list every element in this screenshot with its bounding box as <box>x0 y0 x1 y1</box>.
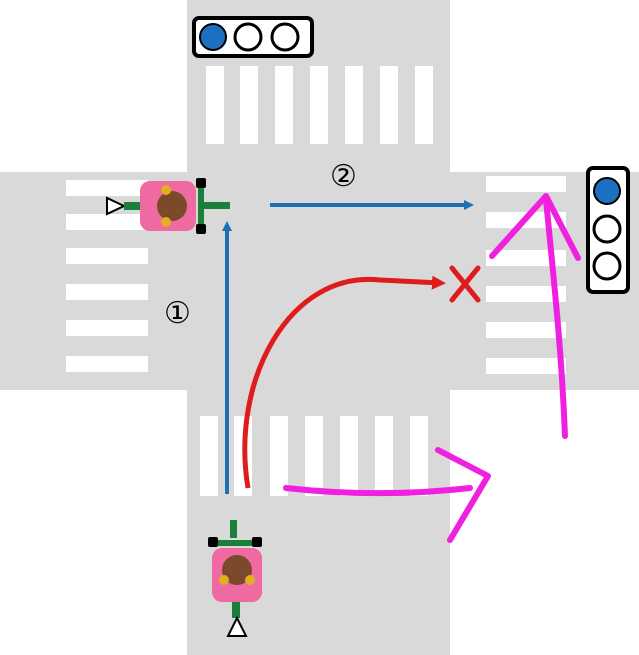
cyclist-facing-up-icon <box>208 520 262 637</box>
traffic-light-vertical-icon <box>586 166 630 294</box>
step-1-label: ① <box>164 296 191 331</box>
crosswalk-left <box>66 180 148 372</box>
cyclist-facing-right-icon <box>106 178 230 234</box>
step-2-label: ② <box>330 159 357 194</box>
crosswalk-top <box>206 66 433 144</box>
traffic-light-horizontal-icon <box>192 16 314 58</box>
forbidden-right-turn-path <box>242 275 446 489</box>
correct-two-step-path <box>283 193 581 543</box>
cross-mark-icon <box>449 265 481 303</box>
